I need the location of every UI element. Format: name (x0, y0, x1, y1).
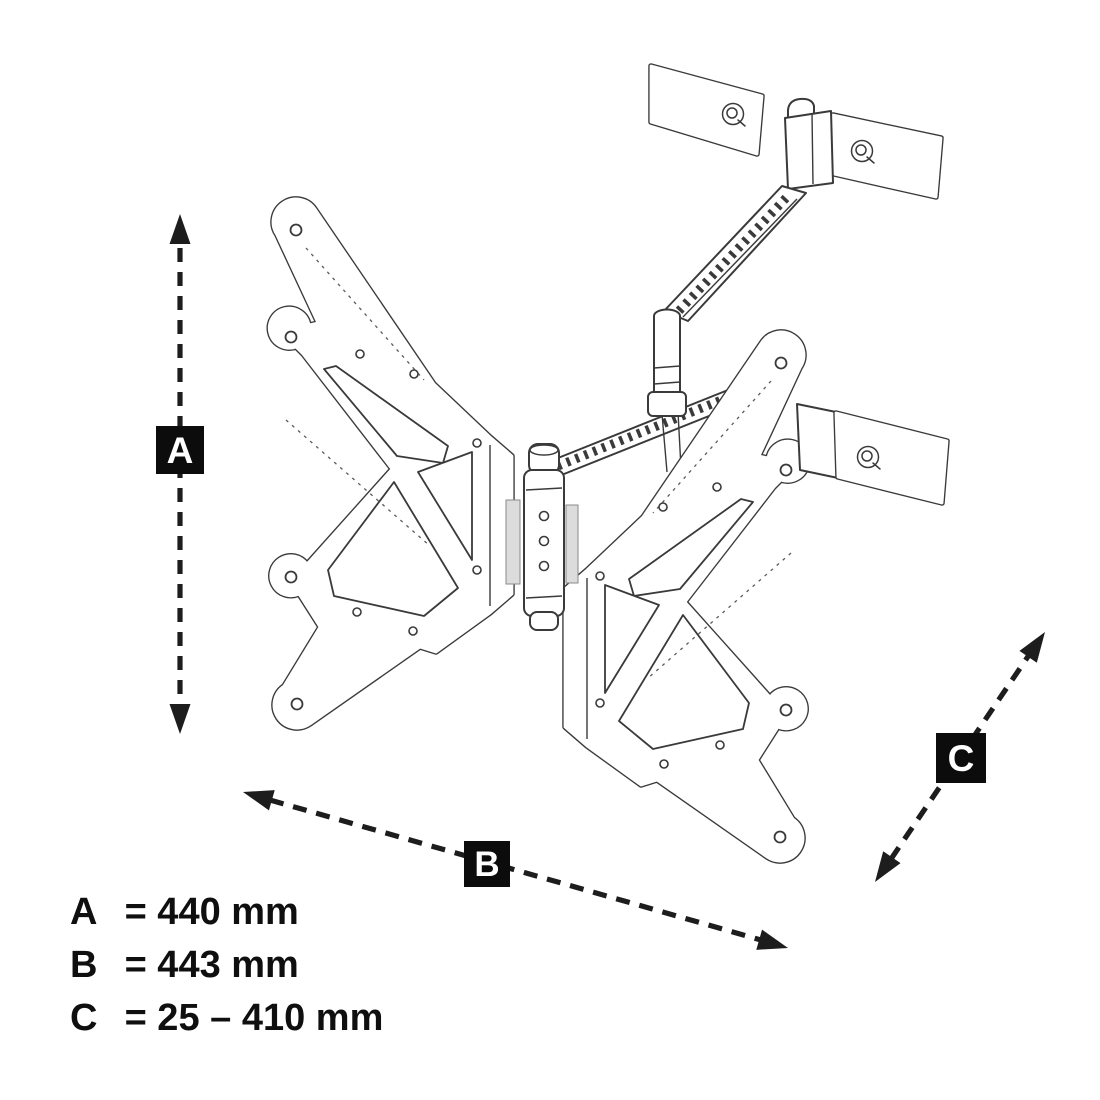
dimension-letter-a: A (167, 430, 194, 471)
legend-row-a: A = 440 mm (70, 886, 383, 939)
dimension-legend: A = 440 mm B = 443 mm C = 25 – 410 mm (70, 886, 383, 1045)
legend-letter-a: A (70, 891, 98, 933)
legend-value-b: = 443 mm (124, 944, 299, 986)
arrowhead-up-icon (169, 214, 191, 244)
arrowhead-right-icon (756, 929, 791, 959)
side-wall-arm (796, 403, 950, 506)
articulating-arm (647, 185, 807, 417)
dimension-arrow-c: C (866, 626, 1054, 888)
dimension-arrow-b: B (240, 781, 791, 959)
legend-letter-c: C (70, 997, 98, 1039)
top-wall-bracket (648, 63, 944, 200)
vesa-plate-left (269, 199, 512, 728)
dimension-label-c: C (936, 733, 986, 783)
hinge-column (505, 443, 579, 631)
dimension-label-b: B (464, 841, 510, 887)
arrowhead-left-icon (240, 781, 275, 811)
dimension-arrow-a: A (156, 214, 204, 734)
legend-value-c: = 25 – 410 mm (124, 997, 384, 1039)
drawing-mount (269, 63, 950, 861)
legend-value-a: = 440 mm (124, 891, 299, 933)
legend-letter-b: B (70, 944, 98, 986)
dimension-letter-c: C (948, 738, 975, 779)
dimension-letter-b: B (474, 845, 499, 884)
legend-row-b: B = 443 mm (70, 939, 383, 992)
legend-row-c: C = 25 – 410 mm (70, 992, 383, 1045)
arrowhead-down-icon (169, 704, 191, 734)
dimension-label-a: A (156, 426, 204, 474)
